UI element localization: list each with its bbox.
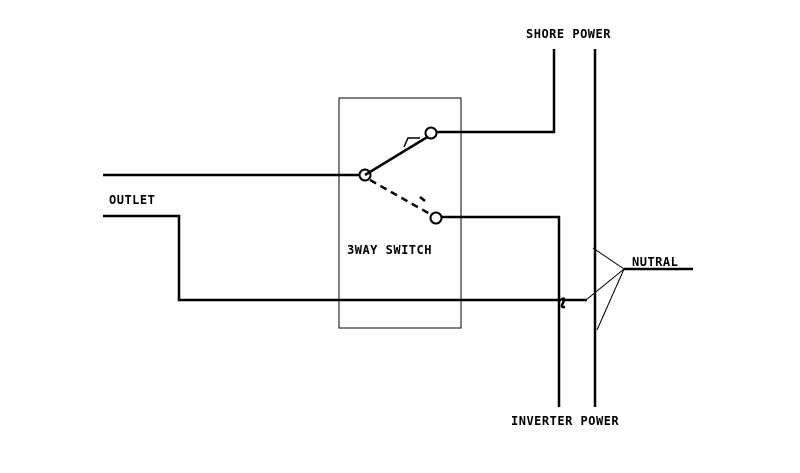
neutral-label: NUTRAL [632, 255, 678, 269]
switch-blade-alternate-tip [419, 196, 426, 202]
inverter-terminal [429, 211, 443, 225]
shore-terminal [424, 126, 438, 140]
outlet-neutral-wire [103, 214, 561, 302]
outlet-label: OUTLET [109, 193, 155, 207]
neutral-wire-crossover [560, 297, 566, 309]
switch-blade-catch [403, 137, 420, 148]
shore-power-label: SHORE POWER [526, 27, 611, 41]
neutral-pointer-lines [585, 247, 625, 331]
inverter-power-hot-wire [442, 215, 561, 407]
switch-blade-active [364, 134, 430, 177]
shore-power-hot-wire [437, 49, 556, 134]
switch-label: 3WAY SWITCH [347, 243, 432, 257]
inverter-power-label: INVERTER POWER [511, 414, 619, 428]
three-way-switch-box [338, 97, 462, 329]
